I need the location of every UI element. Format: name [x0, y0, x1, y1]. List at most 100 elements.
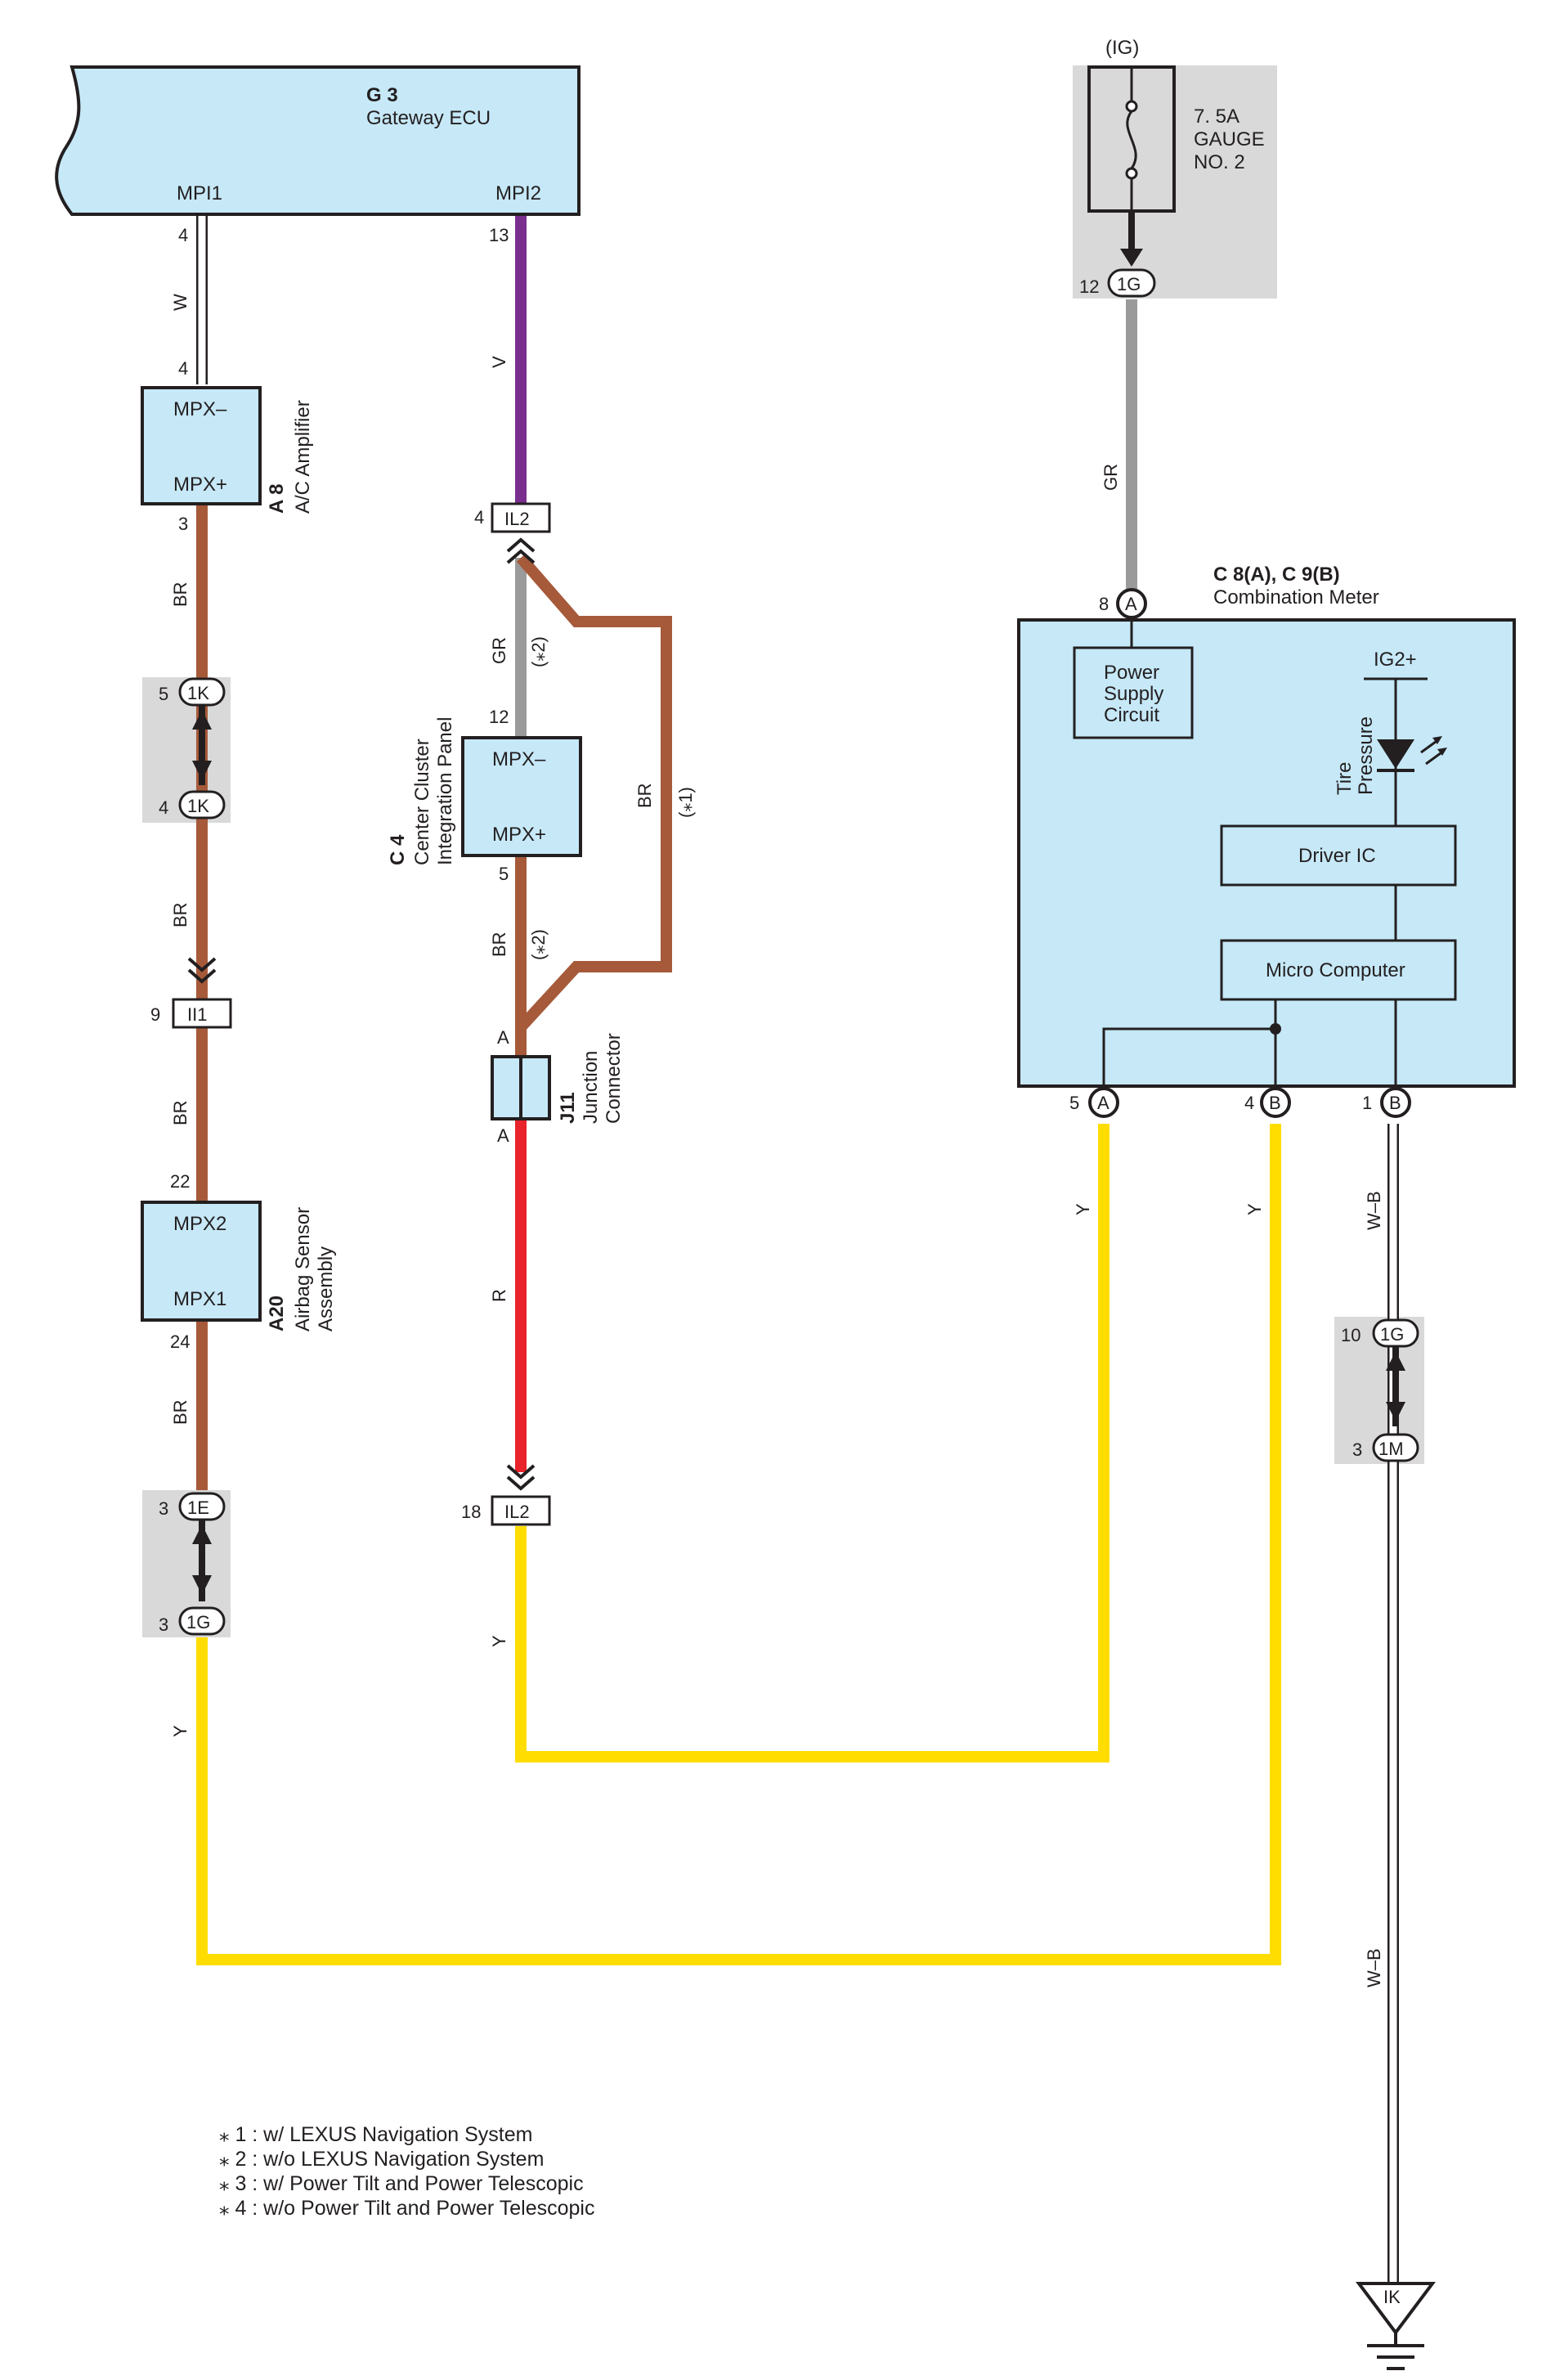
combination-meter: C 8(A), C 9(B) Combination Meter 8 A Pow… — [1017, 564, 1516, 1118]
splice-1e-1g: 3 1E 3 1G — [159, 1492, 226, 1636]
wire-label-y-2: Y — [489, 1635, 509, 1647]
footnote-1: ⁎ 1 : w/ LEXUS Navigation System — [219, 2123, 532, 2146]
pin-il2-4: 4 — [474, 507, 484, 528]
wire-label-br-mid: BR — [489, 932, 509, 957]
airbag-sensor: MPX2 MPX1 A20 Airbag Sensor Assembly — [141, 1201, 337, 1331]
psu-line-3: Circuit — [1104, 704, 1159, 726]
wire-label-gr-right: GR — [1101, 464, 1121, 491]
center-cluster-pin-bottom: MPX+ — [492, 824, 546, 846]
wire-label-r: R — [489, 1289, 509, 1302]
pin-g3-13: 13 — [489, 225, 509, 245]
meter-conn-a-top: A — [1125, 594, 1137, 614]
center-cluster-name-2: Integration Panel — [434, 717, 456, 865]
fuse-line-2: GAUGE — [1194, 128, 1265, 150]
ground-ik-icon: IK — [1356, 2282, 1436, 2370]
gateway-pin-mpi2: MPI2 — [495, 182, 541, 204]
gateway-ref: G 3 — [366, 84, 398, 106]
pin-a20-24: 24 — [170, 1331, 190, 1352]
wire-label-br-2: BR — [170, 902, 191, 927]
airbag-pin-top: MPX2 — [173, 1213, 226, 1235]
pin-a8-4: 4 — [178, 358, 188, 379]
wire-label-star2-b: (⁎2) — [528, 929, 549, 960]
fuse-gauge-no2: (IG) 7. 5A GAUGE NO. 2 12 1G — [1079, 37, 1265, 298]
pin-meter-b4: 4 — [1244, 1093, 1254, 1113]
junction-name-2: Connector — [603, 1033, 625, 1124]
conn-1k-bottom: 1K — [187, 796, 209, 816]
junction-name-1: Junction — [580, 1051, 602, 1124]
wire-label-star1: (⁎1) — [675, 787, 696, 818]
footnote-3: ⁎ 3 : w/ Power Tilt and Power Telescopic — [219, 2172, 584, 2195]
wire-label-w: W — [170, 294, 191, 311]
wire-br-bypass — [516, 554, 672, 1031]
wire-label-br-1: BR — [170, 582, 191, 607]
ac-amp-pin-top: MPX– — [173, 398, 227, 420]
airbag-name-2: Assembly — [315, 1246, 337, 1331]
connector-il2-bottom: IL2 18 — [461, 1464, 551, 1526]
center-cluster-name-1: Center Cluster — [411, 739, 433, 865]
wire-label-y-1: Y — [170, 1725, 191, 1737]
gateway-pin-mpi1: MPI1 — [177, 182, 222, 204]
pin-j11-a-bottom: A — [497, 1125, 509, 1146]
fuse-source: (IG) — [1105, 37, 1139, 59]
tire-label-2: Pressure — [1355, 716, 1377, 795]
ac-amplifier: MPX– MPX+ A 8 A/C Amplifier — [141, 386, 314, 514]
pin-1g-10: 10 — [1341, 1325, 1361, 1345]
wire-label-v: V — [489, 356, 509, 368]
ig2-label: IG2+ — [1374, 649, 1417, 671]
connector-ii1: II1 9 — [150, 957, 232, 1029]
fuse-line-1: 7. 5A — [1194, 106, 1239, 128]
conn-1k-top: 1K — [187, 683, 209, 703]
pin-c4-5: 5 — [499, 864, 509, 884]
footnote-4: ⁎ 4 : w/o Power Tilt and Power Telescopi… — [219, 2197, 594, 2220]
pin-1m-3: 3 — [1352, 1439, 1362, 1460]
wire-label-br-4: BR — [170, 1399, 191, 1425]
wire-label-wb-2: W–B — [1364, 1948, 1384, 1987]
tire-label-1: Tire — [1334, 762, 1356, 795]
wire-label-y-4: Y — [1244, 1203, 1265, 1215]
pin-1e-3: 3 — [159, 1498, 168, 1519]
splice-1g-1m: 10 1G 3 1M — [1341, 1318, 1419, 1462]
pin-1g-12: 12 — [1079, 276, 1099, 297]
ac-amp-name: A/C Amplifier — [292, 400, 314, 514]
footnote-2: ⁎ 2 : w/o LEXUS Navigation System — [219, 2148, 544, 2171]
pin-meter-a8: 8 — [1099, 594, 1109, 614]
pin-meter-b1: 1 — [1362, 1093, 1372, 1113]
meter-conn-b-1: B — [1389, 1093, 1401, 1113]
conn-1g-fuse-label: 1G — [1117, 274, 1141, 294]
pin-1k-4: 4 — [159, 797, 168, 818]
conn-il2-top-label: IL2 — [504, 509, 530, 529]
junction-connector: A A J11 Junction Connector — [491, 1027, 625, 1146]
center-cluster-pin-top: MPX– — [492, 748, 546, 770]
meter-conn-b-4: B — [1269, 1093, 1281, 1113]
meter-name: Combination Meter — [1213, 586, 1379, 608]
driver-ic-label: Driver IC — [1298, 845, 1376, 867]
wire-label-y-3: Y — [1073, 1203, 1093, 1215]
airbag-ref: A20 — [266, 1296, 288, 1331]
pin-1g-3: 3 — [159, 1614, 168, 1635]
conn-1g-right-label: 1G — [1380, 1324, 1404, 1345]
micro-computer-label: Micro Computer — [1266, 959, 1405, 981]
wire-label-wb-1: W–B — [1364, 1191, 1384, 1230]
pin-a8-3: 3 — [178, 514, 188, 534]
meter-conn-a-bottom: A — [1097, 1093, 1109, 1113]
airbag-name-1: Airbag Sensor — [292, 1207, 314, 1331]
center-cluster-panel: MPX– MPX+ C 4 Center Cluster Integration… — [387, 717, 582, 865]
conn-1g-label: 1G — [186, 1612, 210, 1632]
ground-label: IK — [1383, 2287, 1401, 2307]
splice-1k: 5 1K 4 1K — [159, 677, 226, 820]
gateway-ecu: G 3 Gateway ECU MPI1 MPI2 — [55, 65, 581, 216]
conn-1e-label: 1E — [187, 1498, 209, 1518]
airbag-pin-bottom: MPX1 — [173, 1288, 226, 1310]
wires — [196, 214, 1399, 2283]
conn-ii1-label: II1 — [187, 1004, 207, 1025]
pin-ii1-9: 9 — [150, 1004, 160, 1025]
center-cluster-ref: C 4 — [387, 834, 409, 865]
wire-y-1g — [196, 1124, 1281, 1965]
gateway-name: Gateway ECU — [366, 107, 491, 129]
footnotes: ⁎ 1 : w/ LEXUS Navigation System ⁎ 2 : w… — [219, 2123, 594, 2220]
pin-1k-5: 5 — [159, 684, 168, 704]
fuse-line-3: NO. 2 — [1194, 151, 1245, 173]
wire-label-gr-mid: GR — [489, 637, 509, 664]
psu-line-2: Supply — [1104, 683, 1163, 705]
